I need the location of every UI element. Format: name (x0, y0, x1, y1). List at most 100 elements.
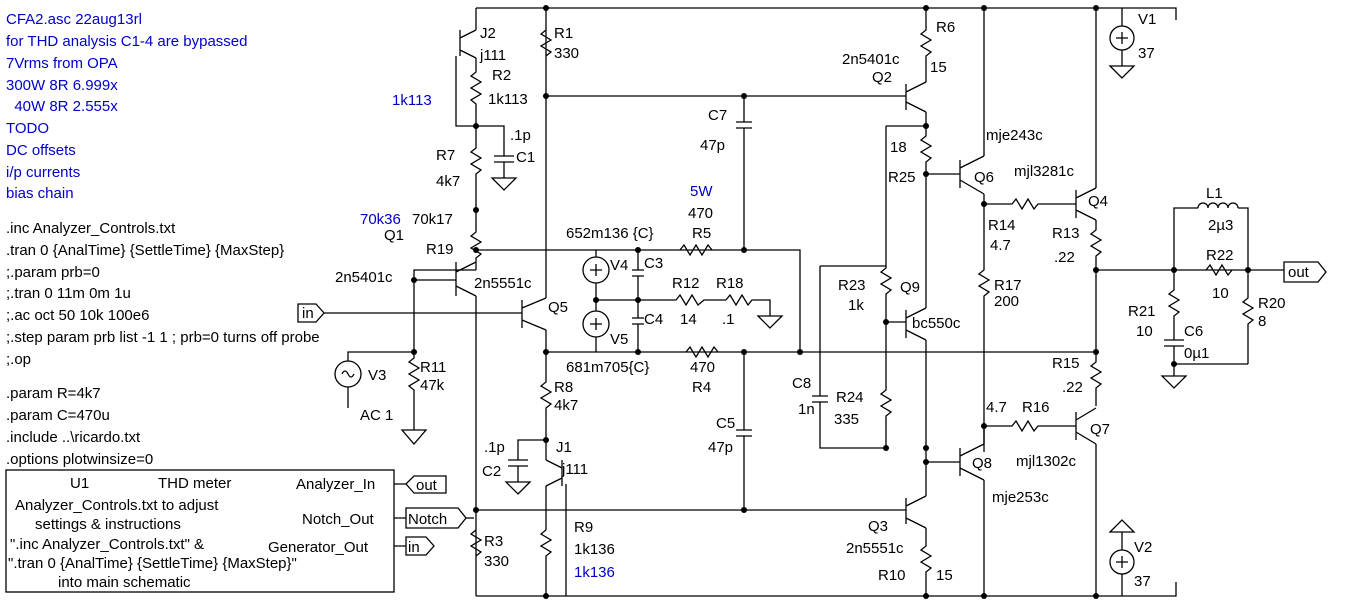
c5-value: 47p (708, 439, 733, 456)
q1-model: 2n5401c (335, 269, 393, 286)
r15-resistor[interactable]: R15 .22 (1052, 270, 1103, 406)
c5-capacitor[interactable]: C5 47p (708, 352, 752, 510)
r14-resistor[interactable]: R14 4.7 (984, 197, 1076, 254)
comment-line: TODO (6, 120, 49, 137)
annotation-blue: 5W (690, 183, 713, 200)
bias-wire (476, 249, 801, 352)
r8-resistor[interactable]: R8 4k7 (539, 352, 578, 440)
comment-line: i/p currents (6, 164, 80, 181)
r4-value: 470 (690, 359, 715, 376)
v2-label: V2 (1134, 539, 1152, 556)
r2-resistor[interactable]: R2 1k113 1k113 (392, 56, 528, 127)
analyzer-in-port[interactable]: in (394, 536, 435, 556)
r11-value: 47k (420, 377, 445, 394)
v5-label: V5 (610, 331, 628, 348)
port-label: out (1288, 264, 1310, 281)
r25-value: 18 (890, 139, 907, 156)
input-port[interactable]: in (297, 303, 522, 323)
analyzer-pin-label: Analyzer_In (296, 476, 375, 493)
r1-label: R1 (554, 25, 573, 42)
r1-resistor[interactable]: R1 330 (539, 25, 579, 62)
analyzer-desc: ".tran 0 {AnalTime} {SettleTime} {MaxSte… (8, 555, 297, 572)
c7-capacitor[interactable]: C7 47p (700, 96, 752, 250)
c1-label: C1 (516, 149, 535, 166)
r25-label: R25 (888, 169, 916, 186)
v2-source[interactable]: V2 37 (1108, 519, 1152, 596)
r6-resistor[interactable]: R6 15 (919, 8, 955, 82)
r3-value: 330 (484, 553, 509, 570)
r21-value: 10 (1136, 323, 1153, 340)
r14-label: R14 (988, 217, 1016, 234)
r9-resistor[interactable]: R9 1k136 1k136 (539, 484, 615, 596)
c1-capacitor[interactable]: .1p C1 (476, 125, 535, 191)
c6-capacitor[interactable]: C6 0µ1 (1160, 323, 1248, 389)
q1-transistor[interactable]: Q1 2n5401c (335, 227, 477, 596)
c4-capacitor[interactable]: C4 (632, 300, 663, 352)
r20-resistor[interactable]: R20 8 (1241, 270, 1286, 364)
r12-resistor[interactable]: R12 14 (596, 275, 726, 328)
l1-label: L1 (1206, 185, 1223, 202)
r9-label: R9 (574, 519, 593, 536)
r10-value: 15 (936, 567, 953, 584)
r5-resistor[interactable]: R5 470 5W (679, 183, 713, 257)
c2-value: .1p (484, 439, 505, 456)
v1-value: 37 (1138, 45, 1155, 62)
v1-label: V1 (1138, 11, 1156, 28)
q4-transistor[interactable]: mjl3281c Q4 (1014, 8, 1108, 221)
r21-resistor[interactable]: R21 10 (1128, 270, 1181, 340)
analyzer-out-port[interactable]: out (394, 475, 447, 494)
analyzer-block[interactable]: U1 THD meter Analyzer_Controls.txt to ad… (5, 469, 395, 593)
analyzer-desc: Analyzer_Controls.txt to adjust (15, 497, 219, 514)
comment-block: CFA2.asc 22aug13rl for THD analysis C1-4… (6, 11, 248, 202)
v1-source[interactable]: V1 37 (1108, 8, 1156, 79)
r19-resistor[interactable]: R19 70k17 70k36 (360, 210, 483, 280)
r5-value: 470 (688, 205, 713, 222)
output-port[interactable]: out (1283, 261, 1327, 283)
q6-transistor[interactable]: mje243c Q6 (926, 8, 1043, 204)
q5-model: 2n5551c (474, 275, 532, 292)
v5-source[interactable]: V5 681m705{C} (566, 300, 649, 376)
q7-transistor[interactable]: Q7 mjl1302c (1016, 407, 1110, 596)
r7-resistor[interactable]: R7 4k7 (436, 126, 483, 210)
r10-resistor[interactable]: R10 15 (878, 528, 953, 596)
v3-source[interactable]: V3 AC 1 (334, 351, 414, 424)
annotation-blue: 1k136 (574, 564, 615, 581)
j2-jfet[interactable]: J2 j111 (459, 8, 506, 68)
r3-label: R3 (484, 533, 503, 550)
c3-capacitor[interactable]: C3 (632, 250, 663, 300)
q3-transistor[interactable]: Q3 2n5551c (846, 340, 927, 557)
r22-resistor[interactable]: R22 10 (1205, 247, 1234, 302)
q2-transistor[interactable]: 2n5401c Q2 (842, 51, 927, 113)
analyzer-desc: settings & instructions (35, 516, 181, 533)
c6-value: 0µ1 (1184, 345, 1209, 362)
q3-label: Q3 (868, 518, 888, 535)
c7-value: 47p (700, 137, 725, 154)
r11-resistor[interactable]: R11 47k (407, 280, 446, 420)
q9-transistor[interactable]: Q9 bc550c (886, 279, 961, 341)
q7-label: Q7 (1090, 421, 1110, 438)
port-label: in (302, 305, 314, 322)
directive-line: ;.ac oct 50 10k 100e6 (6, 307, 149, 324)
v4-source[interactable]: V4 652m136 {C} (566, 225, 654, 300)
r18-label: R18 (716, 275, 744, 292)
j2-label: J2 (480, 25, 496, 42)
r23-resistor[interactable]: R23 1k (838, 126, 893, 322)
r24-value: 335 (834, 411, 859, 428)
c2-capacitor[interactable]: .1p C2 (482, 439, 546, 495)
r4-resistor[interactable]: 470 R4 (685, 345, 719, 396)
q8-model: mje253c (992, 489, 1049, 506)
r16-resistor[interactable]: 4.7 R16 (984, 399, 1076, 433)
r3-resistor[interactable]: R3 330 (469, 529, 509, 570)
r13-resistor[interactable]: R13 .22 (1052, 220, 1103, 270)
r7-label: R7 (436, 147, 455, 164)
j1-jfet[interactable]: J1 j111 (545, 439, 588, 530)
analyzer-notch-port[interactable]: Notch (394, 507, 474, 529)
l1-inductor[interactable]: L1 2µ3 (1173, 185, 1249, 270)
r24-resistor[interactable]: R24 335 (834, 322, 893, 448)
r17-resistor[interactable]: R17 200 (977, 204, 1022, 452)
c8-capacitor[interactable]: C8 1n (792, 265, 886, 449)
r21-label: R21 (1128, 303, 1156, 320)
r18-resistor[interactable]: R18 .1 (716, 275, 784, 329)
c8-value: 1n (798, 401, 815, 418)
